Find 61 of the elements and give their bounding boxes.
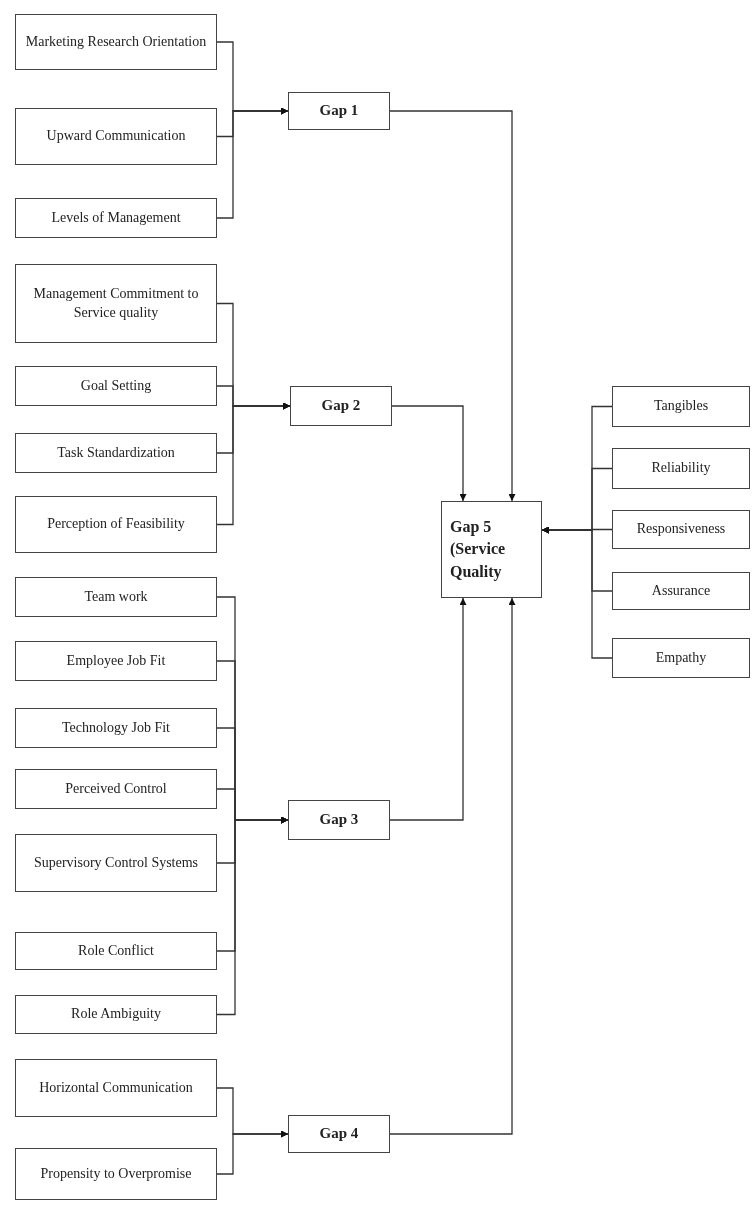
factor-box <box>15 366 217 406</box>
factor-label: Perception of Feasibility <box>47 515 185 534</box>
gap-label: Gap 5 (Service Quality <box>450 516 507 583</box>
factor-box <box>612 448 750 489</box>
gap-label: Gap 1 <box>319 101 359 121</box>
factor-box <box>15 496 217 553</box>
factor-box <box>15 108 217 165</box>
factor-box <box>15 577 217 617</box>
factor-label: Reliability <box>651 459 711 478</box>
arrow <box>216 107 289 219</box>
factor-label: Employee Job Fit <box>66 651 166 670</box>
factor-box <box>612 572 750 610</box>
factor-label: Propensity to Overpromise <box>40 1164 192 1183</box>
factor-label: Marketing Research Orientation <box>25 32 207 51</box>
gap-label: Gap 4 <box>319 1124 359 1144</box>
factor-label: Levels of Management <box>51 208 181 227</box>
factor-box <box>15 433 217 473</box>
arrow <box>389 597 516 1135</box>
factor-label: Role Conflict <box>78 941 154 960</box>
factor-box <box>15 995 217 1034</box>
factor-label: Goal Setting <box>80 376 152 395</box>
gap-box <box>288 800 390 840</box>
factor-label: Technology Job Fit <box>62 718 170 737</box>
factor-box <box>612 510 750 549</box>
arrow <box>389 597 467 821</box>
arrow <box>541 526 613 659</box>
factor-box <box>15 708 217 748</box>
factor-label: Role Ambiguity <box>71 1005 161 1024</box>
gap-label: Gap 2 <box>321 396 361 416</box>
factor-label: Management Commitment to Service quality <box>32 285 200 322</box>
gap-box <box>288 1115 390 1153</box>
factor-box <box>15 1059 217 1117</box>
arrow <box>216 816 289 1016</box>
factor-label: Assurance <box>651 581 711 600</box>
factor-box <box>15 14 217 70</box>
arrow <box>216 402 291 526</box>
factor-label: Task Standardization <box>57 443 175 462</box>
factor-box <box>15 769 217 809</box>
factor-box <box>15 834 217 892</box>
factor-label: Responsiveness <box>636 520 726 539</box>
gap-box <box>290 386 392 426</box>
factor-box <box>15 198 217 238</box>
gap-box <box>288 92 390 130</box>
factor-box <box>15 264 217 343</box>
factor-label: Team work <box>84 587 148 606</box>
factor-label: Horizontal Communication <box>39 1078 193 1097</box>
service-quality-box <box>441 501 542 598</box>
factor-label: Empathy <box>655 648 707 667</box>
factor-label: Supervisory Control Systems <box>33 853 199 872</box>
factor-label: Upward Communication <box>46 127 186 146</box>
arrow <box>216 1130 289 1175</box>
gap-label: Gap 3 <box>319 810 359 830</box>
factor-box <box>15 1148 217 1200</box>
factor-label: Tangibles <box>653 397 709 416</box>
factor-box <box>15 641 217 681</box>
factor-label: Perceived Control <box>65 779 167 798</box>
arrow <box>389 110 516 502</box>
factor-box <box>15 932 217 970</box>
factor-box <box>612 638 750 678</box>
factor-box <box>612 386 750 427</box>
arrow <box>391 405 467 502</box>
